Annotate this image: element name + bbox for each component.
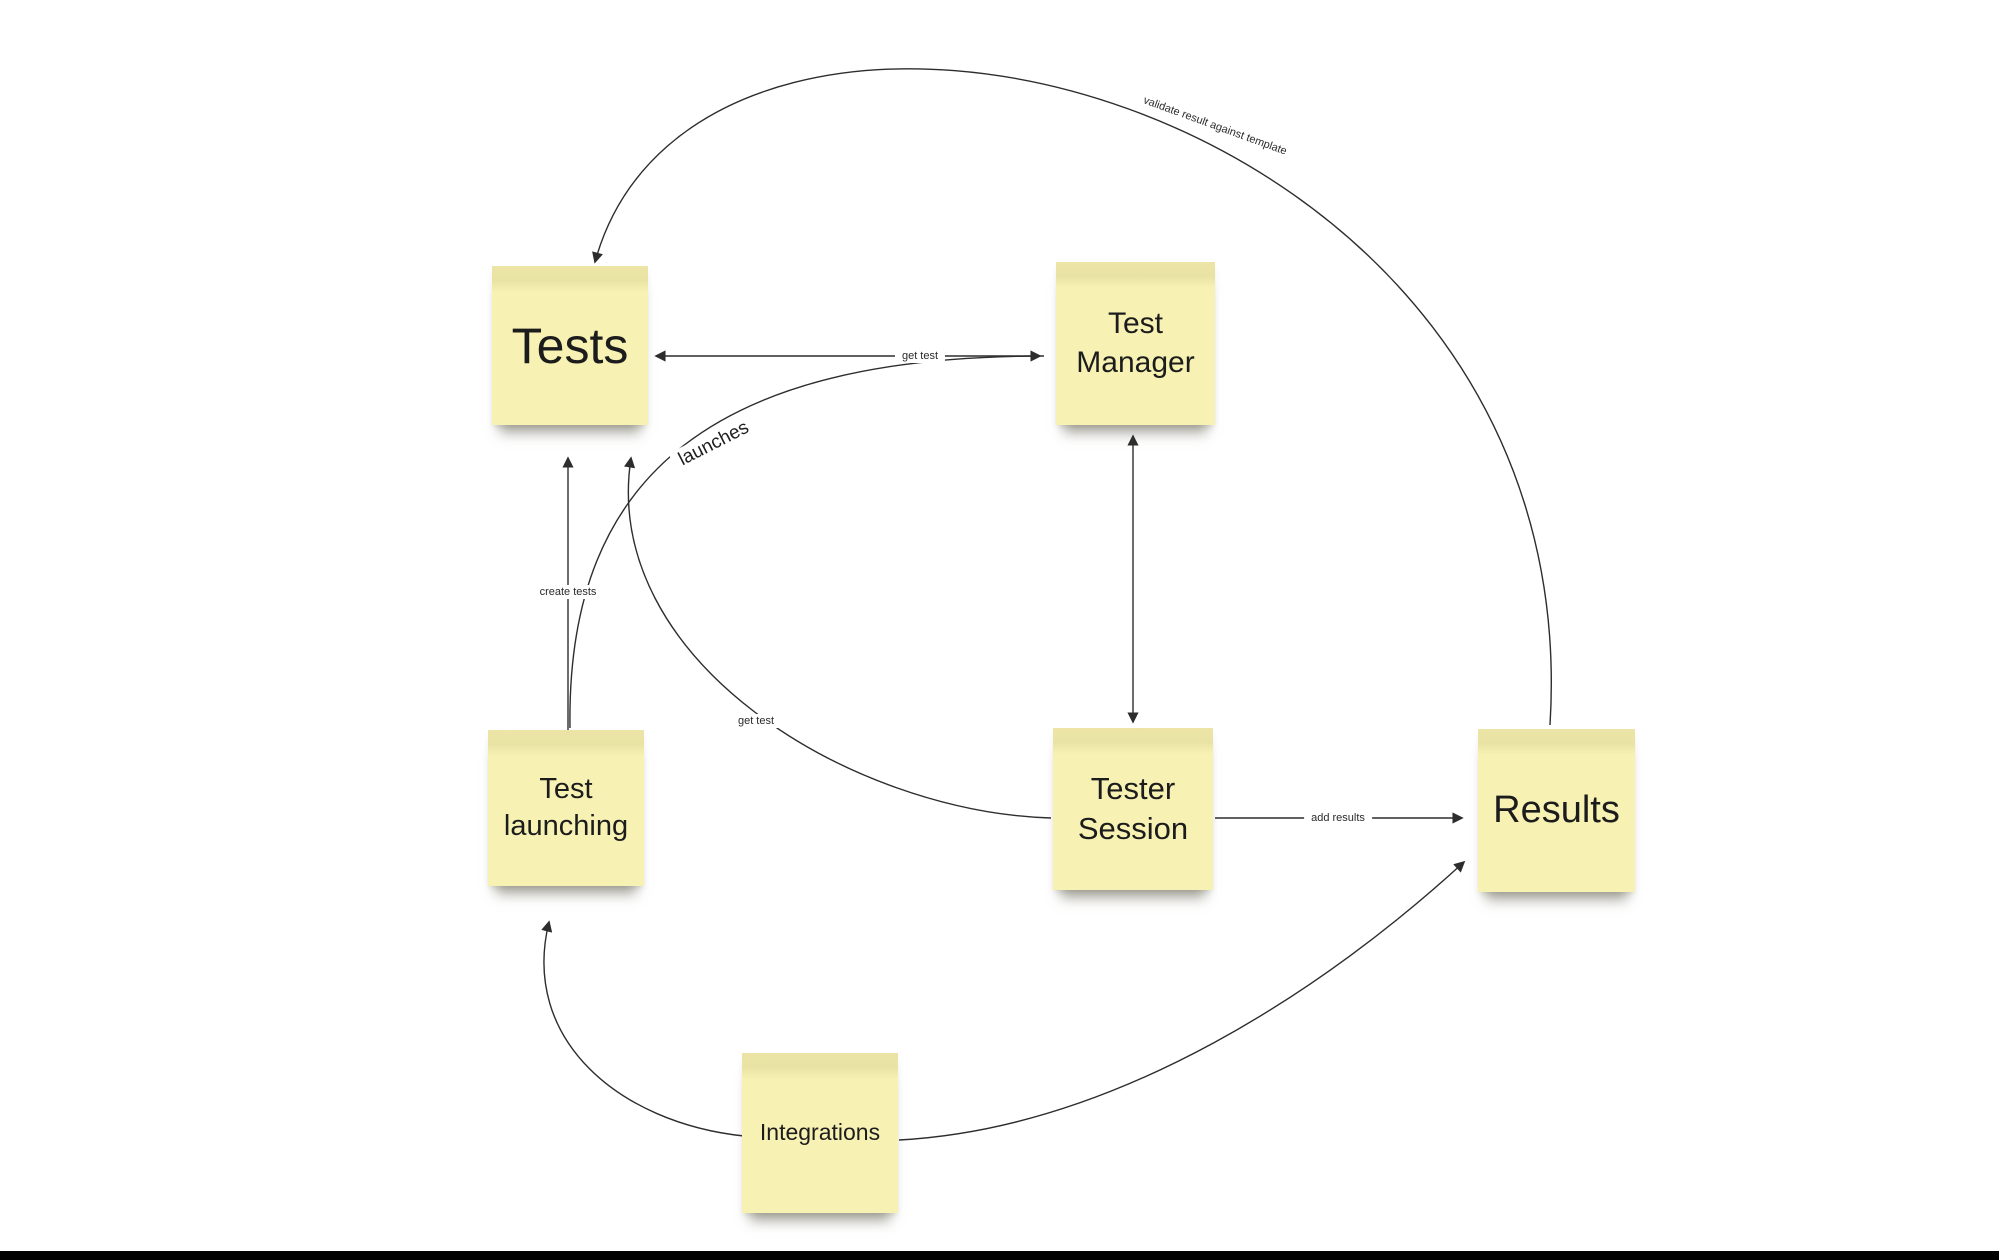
- sticky-note-test-manager[interactable]: Test Manager: [1056, 262, 1215, 425]
- sticky-note-tests[interactable]: Tests: [492, 266, 648, 425]
- connector-tester-session-to-tests-get-test[interactable]: [624, 456, 1052, 819]
- connector-integrations-to-test-launching[interactable]: [541, 920, 745, 1137]
- connector-label-add-results: add results: [1304, 811, 1372, 825]
- connector-label-create-tests: create tests: [532, 585, 604, 599]
- connector-label-get-test-manager: get test: [894, 349, 946, 363]
- sticky-note-test-launching[interactable]: Test launching: [488, 730, 644, 886]
- sticky-note-label: Tests: [511, 317, 629, 374]
- sticky-note-label: Tester Session: [1077, 771, 1189, 846]
- connector-label-get-test-session: get test: [730, 714, 782, 728]
- connector-results-to-tests-validate[interactable]: [592, 68, 1553, 726]
- sticky-note-label: Test launching: [503, 772, 629, 842]
- sticky-note-label: Results: [1493, 789, 1620, 832]
- sticky-note-label: Test Manager: [1076, 307, 1195, 379]
- sticky-note-integrations[interactable]: Integrations: [742, 1053, 898, 1213]
- bottom-bar: [0, 1251, 1999, 1260]
- sticky-note-results[interactable]: Results: [1478, 729, 1635, 892]
- connector-integrations-to-results[interactable]: [898, 860, 1466, 1141]
- sticky-note-label: Integrations: [759, 1119, 881, 1146]
- sticky-note-tester-session[interactable]: Tester Session: [1053, 728, 1213, 890]
